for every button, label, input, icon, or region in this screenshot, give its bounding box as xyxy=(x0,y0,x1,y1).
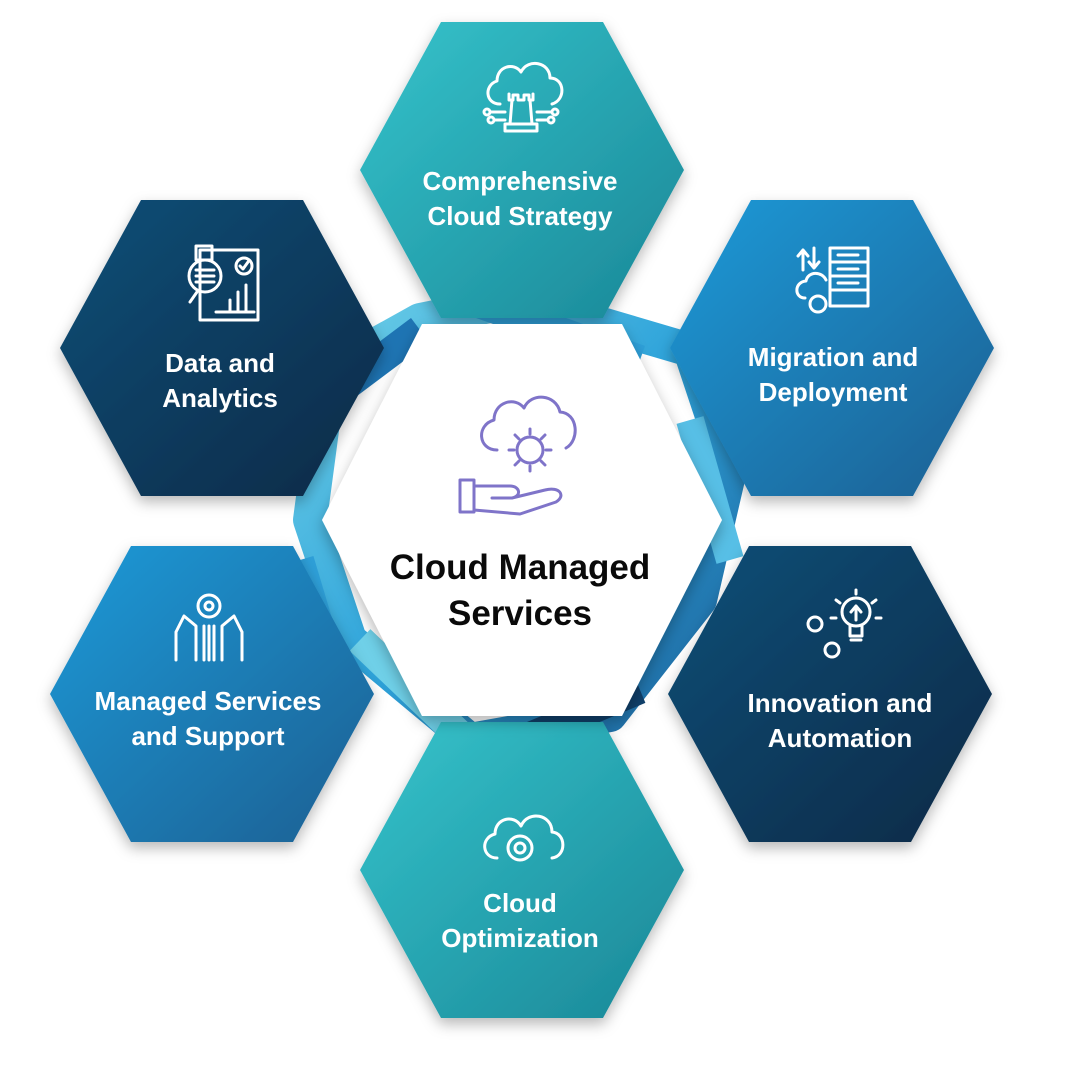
hexagon-optimization xyxy=(360,722,684,1018)
node-label-managed-line1: Managed Services xyxy=(58,684,358,719)
node-label-migration-line1: Migration and xyxy=(683,340,983,375)
node-label-migration-line2: Deployment xyxy=(683,375,983,410)
node-label-strategy-line2: Cloud Strategy xyxy=(370,199,670,234)
node-label-innovation: Innovation and Automation xyxy=(690,686,990,756)
node-label-innovation-line1: Innovation and xyxy=(690,686,990,721)
node-label-managed-line2: and Support xyxy=(58,719,358,754)
node-label-optimization-line2: Optimization xyxy=(370,921,670,956)
node-label-innovation-line2: Automation xyxy=(690,721,990,756)
node-label-strategy: Comprehensive Cloud Strategy xyxy=(370,164,670,234)
center-title-line2: Services xyxy=(330,591,710,637)
node-label-migration: Migration and Deployment xyxy=(683,340,983,410)
node-label-analytics-line2: Analytics xyxy=(70,381,370,416)
node-label-analytics: Data and Analytics xyxy=(70,346,370,416)
node-label-managed: Managed Services and Support xyxy=(58,684,358,754)
node-label-optimization: Cloud Optimization xyxy=(370,886,670,956)
center-title: Cloud Managed Services xyxy=(330,545,710,637)
node-label-strategy-line1: Comprehensive xyxy=(370,164,670,199)
center-title-line1: Cloud Managed xyxy=(330,545,710,591)
node-label-optimization-line1: Cloud xyxy=(370,886,670,921)
node-label-analytics-line1: Data and xyxy=(70,346,370,381)
